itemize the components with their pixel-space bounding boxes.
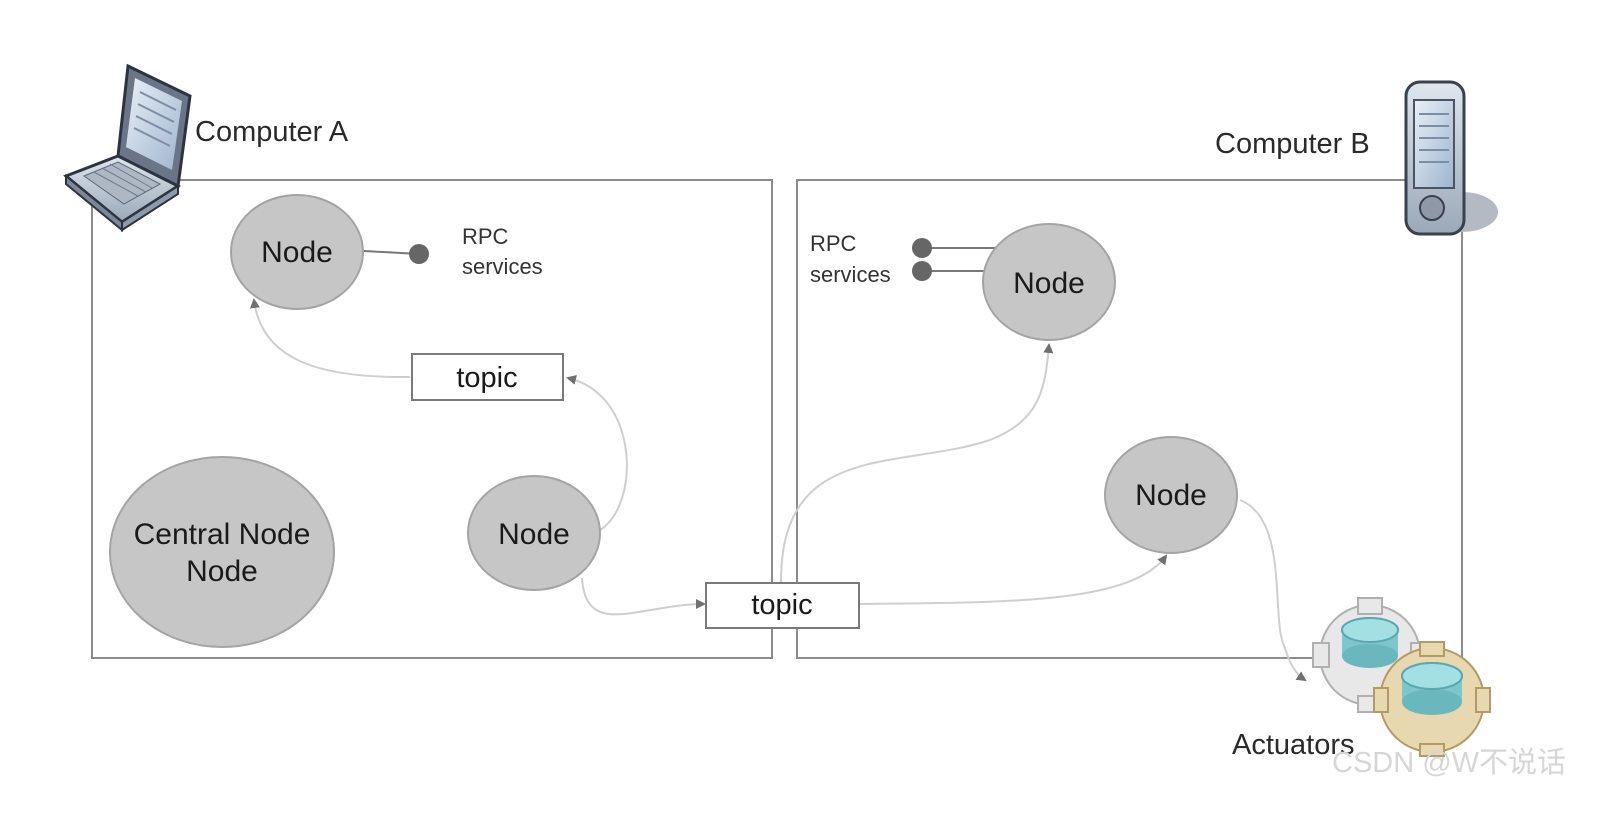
rpc-b-label-line1: RPC	[810, 231, 857, 256]
arrow-topic-to-node-a-top	[250, 298, 411, 379]
arrow-node-b-to-actuators	[1239, 499, 1307, 682]
gears-icon	[1312, 597, 1491, 757]
arrow-shared-topic-to-node-b-bottom	[859, 554, 1168, 605]
rpc-b-label-line2: services	[810, 262, 891, 287]
node-a-top	[230, 194, 364, 310]
computer-a-box	[91, 179, 773, 659]
rpc-service-dot-b2	[912, 261, 932, 281]
computer-b-box	[796, 179, 1463, 659]
node-b-bottom	[1104, 436, 1238, 554]
node-b-bottom-label: Node	[1135, 479, 1207, 512]
connections	[250, 298, 1307, 682]
rpc-service-dot-b1	[912, 238, 932, 258]
laptop-icon	[63, 63, 192, 233]
central-node	[109, 456, 335, 648]
rpc-connectors	[363, 247, 998, 272]
central-node-label-line1: Central Node	[134, 518, 311, 551]
topic-a-label: topic	[456, 362, 517, 394]
node-b-top-label: Node	[1013, 267, 1085, 300]
computer-b-label: Computer B	[1215, 128, 1370, 160]
arrow-shared-topic-to-node-b-top	[779, 343, 1054, 584]
computer-a-label: Computer A	[195, 116, 349, 148]
actuators-label: Actuators	[1232, 729, 1355, 761]
rpc-a-label-line2: services	[462, 254, 543, 279]
pda-icon	[1404, 80, 1498, 236]
node-b-top	[982, 223, 1116, 341]
rpc-service-dot-a	[409, 244, 429, 264]
arrow-node-a-to-topic	[566, 374, 628, 531]
node-a-bottom	[467, 475, 601, 591]
node-a-top-label: Node	[261, 236, 333, 269]
arrow-node-a-to-shared-topic	[581, 577, 706, 616]
central-node-label-line2: Node	[186, 555, 258, 588]
topic-box-a	[411, 353, 564, 401]
watermark: CSDN @W不说话	[1332, 746, 1566, 779]
rpc-a-label-line1: RPC	[462, 224, 509, 249]
node-a-bottom-label: Node	[498, 518, 570, 551]
topic-box-shared	[705, 582, 860, 629]
topic-shared-label: topic	[751, 589, 812, 621]
